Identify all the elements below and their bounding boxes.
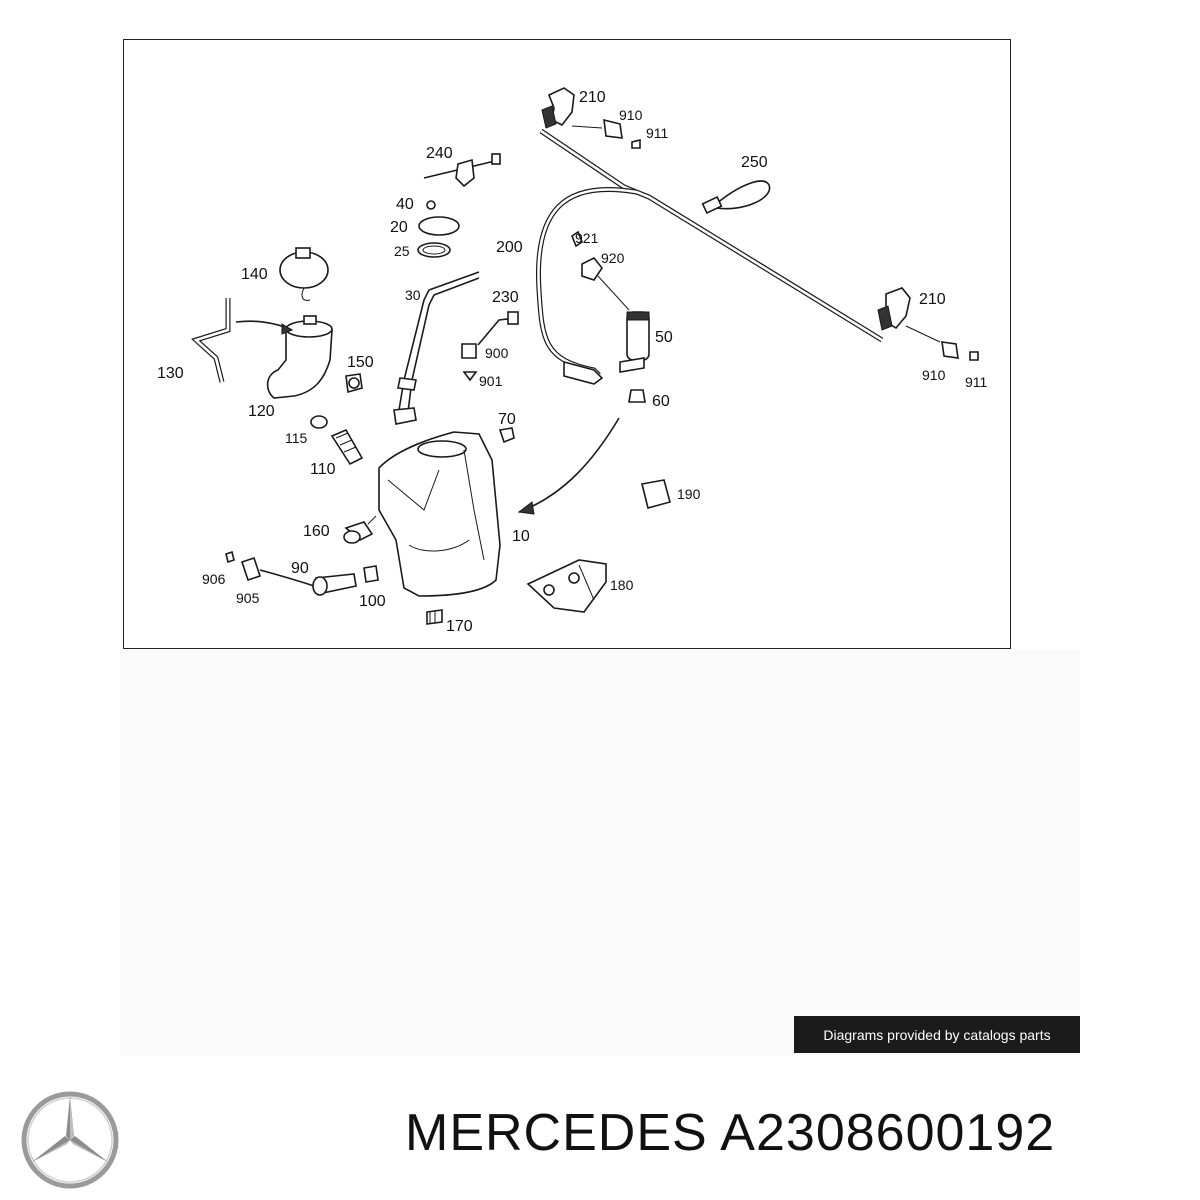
pump-50 [571,230,650,403]
label-230: 230 [492,289,519,306]
hose-line-200 [535,186,637,377]
arrow-60-to-tank [517,417,620,515]
label-100: 100 [359,593,386,610]
label-25: 25 [394,243,410,259]
label-160: 160 [303,523,330,540]
grommet-100 [363,565,379,583]
label-190: 190 [677,486,701,502]
label-40: 40 [396,196,414,213]
grommet-150 [345,373,363,394]
label-210-right: 210 [919,291,946,308]
tube-30 [393,271,480,425]
credit-banner: Diagrams provided by catalogs parts [794,1016,1080,1053]
nozzle-210-right [877,287,979,361]
label-130: 130 [157,365,184,382]
hose-line-250 [539,128,884,343]
cap-parts-40-20-25 [417,200,460,258]
brand-part-number: MERCEDES A2308600192 [405,1107,1055,1159]
filler-cap-140 [279,247,329,301]
label-210-top: 210 [579,89,606,106]
bolt-160 [343,515,377,544]
tank-10 [378,431,501,597]
mercedes-star-icon [20,1090,120,1190]
parts-diagram: 210 910 911 250 240 40 20 25 200 921 920… [123,39,1011,649]
clip-240 [423,153,501,188]
clip-170 [426,609,443,625]
label-110: 110 [310,461,336,478]
label-921: 921 [575,230,599,246]
label-911-top: 911 [646,125,669,141]
label-910-right: 910 [922,367,946,383]
label-90: 90 [291,560,309,577]
label-50: 50 [655,329,673,346]
plug-70 [498,427,515,444]
label-905: 905 [236,590,260,606]
label-140: 140 [241,266,268,283]
label-900: 900 [485,345,509,361]
image-backdrop [120,650,1080,1055]
label-115: 115 [285,430,308,446]
connector-230 [461,311,519,382]
label-30: 30 [405,287,421,303]
label-60: 60 [652,393,670,410]
cable-tie-250 [701,180,771,214]
pipe-110 [330,428,364,466]
label-150: 150 [347,354,374,371]
label-10: 10 [512,528,530,545]
label-170: 170 [446,618,473,635]
nozzle-end [563,360,604,385]
sensor-90 [225,550,357,596]
hose-130 [191,298,294,383]
label-901: 901 [479,373,503,389]
filler-neck-120 [266,315,333,399]
label-906: 906 [202,571,226,587]
label-120: 120 [248,403,275,420]
label-911-right: 911 [965,374,988,390]
label-250: 250 [741,154,768,171]
label-910-top: 910 [619,107,643,123]
label-180: 180 [610,577,634,593]
label-920: 920 [601,250,625,266]
label-70: 70 [498,411,516,428]
brand-name: MERCEDES [405,1104,708,1162]
nozzle-210-top [541,87,641,149]
label-200: 200 [496,239,523,256]
part-number: A2308600192 [720,1104,1056,1162]
o-ring-115 [310,415,328,429]
diagram-drawing: 210 910 911 250 240 40 20 25 200 921 920… [157,87,988,635]
bracket-190 [641,479,671,509]
label-20: 20 [390,219,408,236]
label-240: 240 [426,145,453,162]
bracket-180 [526,559,607,613]
